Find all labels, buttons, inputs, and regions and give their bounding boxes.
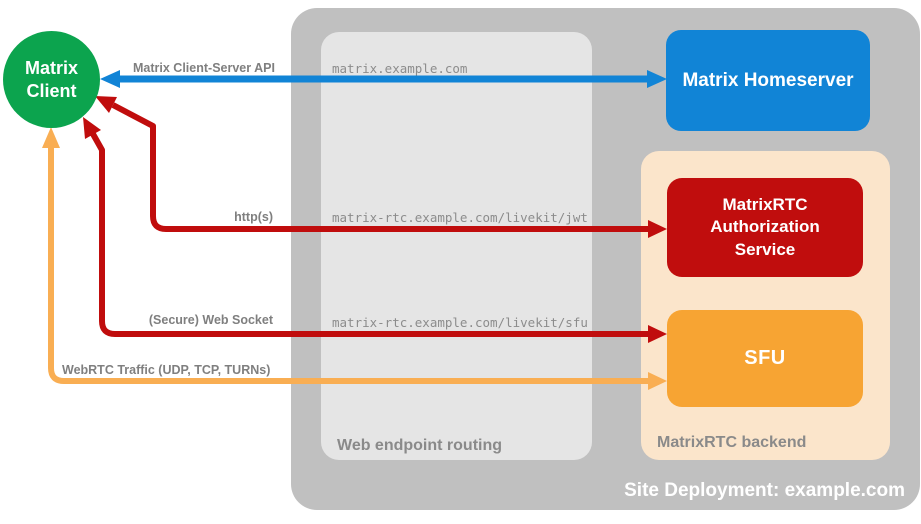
sfu-label: SFU [744, 347, 786, 369]
matrixrtc-auth-service-label: MatrixRTC Authorization Service [710, 195, 820, 259]
endpoint-url-homeserver: matrix.example.com [332, 61, 468, 76]
endpoint-url-livekit-sfu: matrix-rtc.example.com/livekit/sfu [332, 315, 588, 330]
websocket-arrow-label: (Secure) Web Socket [148, 313, 273, 327]
web-endpoint-routing-label: Web endpoint routing [337, 437, 503, 454]
webrtc-arrow-label: WebRTC Traffic (UDP, TCP, TURNs) [62, 363, 271, 377]
web-endpoint-routing-container [321, 32, 592, 460]
sfu-node: SFU [667, 310, 863, 407]
matrix-client-label: Matrix Client [24, 58, 78, 101]
endpoint-url-livekit-jwt: matrix-rtc.example.com/livekit/jwt [332, 210, 588, 225]
matrixrtc-backend-label: MatrixRTC backend [657, 434, 807, 451]
cs-api-arrow-label: Matrix Client-Server API [133, 61, 275, 75]
site-deployment-title: Site Deployment: example.com [624, 480, 905, 501]
matrixrtc-auth-service-node: MatrixRTC Authorization Service [667, 178, 863, 277]
matrix-client-node: Matrix Client [3, 31, 100, 128]
matrix-homeserver-label: Matrix Homeserver [682, 69, 854, 91]
http-arrow-label: http(s) [234, 210, 273, 224]
matrix-homeserver-node: Matrix Homeserver [666, 30, 870, 131]
